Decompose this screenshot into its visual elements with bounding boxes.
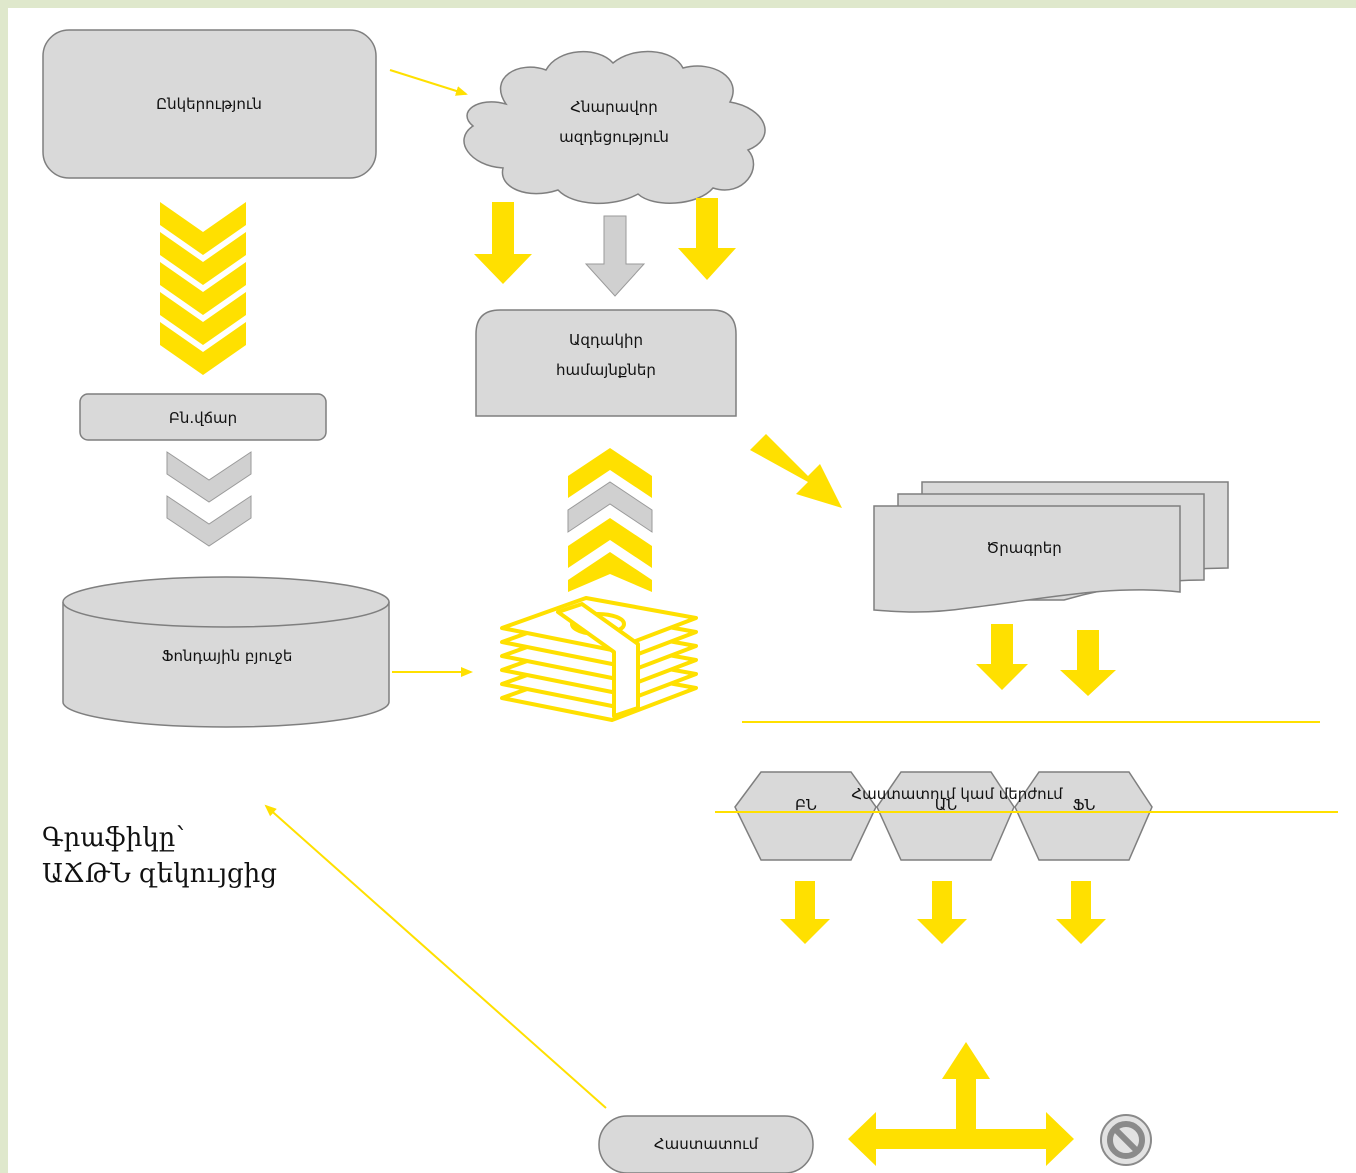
diagram-canvas: Ընկերություն Հնարավոր ազդեցություն Ազդակ… [8, 8, 1356, 1173]
fund-label: Ֆոնդային բյուջե [161, 647, 293, 665]
chevrons-down-yellow [160, 202, 246, 375]
communities-box [475, 309, 737, 417]
payment-box [79, 393, 327, 441]
chevrons-down-gray [166, 451, 252, 547]
flow-diagram [42, 29, 1338, 1173]
arrow-three-way [848, 1042, 1074, 1166]
approve-pill [598, 1115, 814, 1173]
arrow-communities-programs [750, 434, 842, 508]
communities-label: Ազդակիր համայնքներ [556, 331, 656, 379]
caption: Գրաֆիկը՝ ԱՃԹՆ զեկույցից [42, 823, 277, 889]
society-box [42, 29, 377, 179]
approve-reject-label: Հաստատում կամ մերժում [851, 785, 1063, 803]
approve-label: Հաստատում [653, 1135, 759, 1153]
programs-documents [873, 481, 1229, 613]
arrows-programs-down [976, 624, 1116, 696]
society-label: Ընկերություն [156, 95, 262, 113]
chevrons-up [567, 448, 653, 592]
connector-society-influence [389, 69, 468, 96]
arrows-influence-communities [474, 198, 736, 297]
connector-approve-fund [264, 804, 607, 1109]
influence-label: Հնարավոր ազդեցություն [559, 98, 669, 146]
arrows-hexagons-down [780, 881, 1106, 944]
fund-cylinder [62, 576, 390, 728]
programs-label: Ծրագրեր [986, 539, 1062, 557]
payment-label: Բն.վճար [168, 409, 238, 427]
bn-label: ԲՆ [795, 796, 817, 814]
fn-label: ՖՆ [1072, 796, 1096, 814]
hexagon-an [876, 771, 1015, 861]
money-stack-icon [500, 596, 698, 722]
hexagon-fn [1014, 771, 1153, 861]
influence-cloud [463, 50, 766, 204]
an-label: ԱՆ [934, 796, 958, 814]
hexagon-bn [734, 771, 877, 861]
prohibited-icon [1100, 1114, 1152, 1166]
